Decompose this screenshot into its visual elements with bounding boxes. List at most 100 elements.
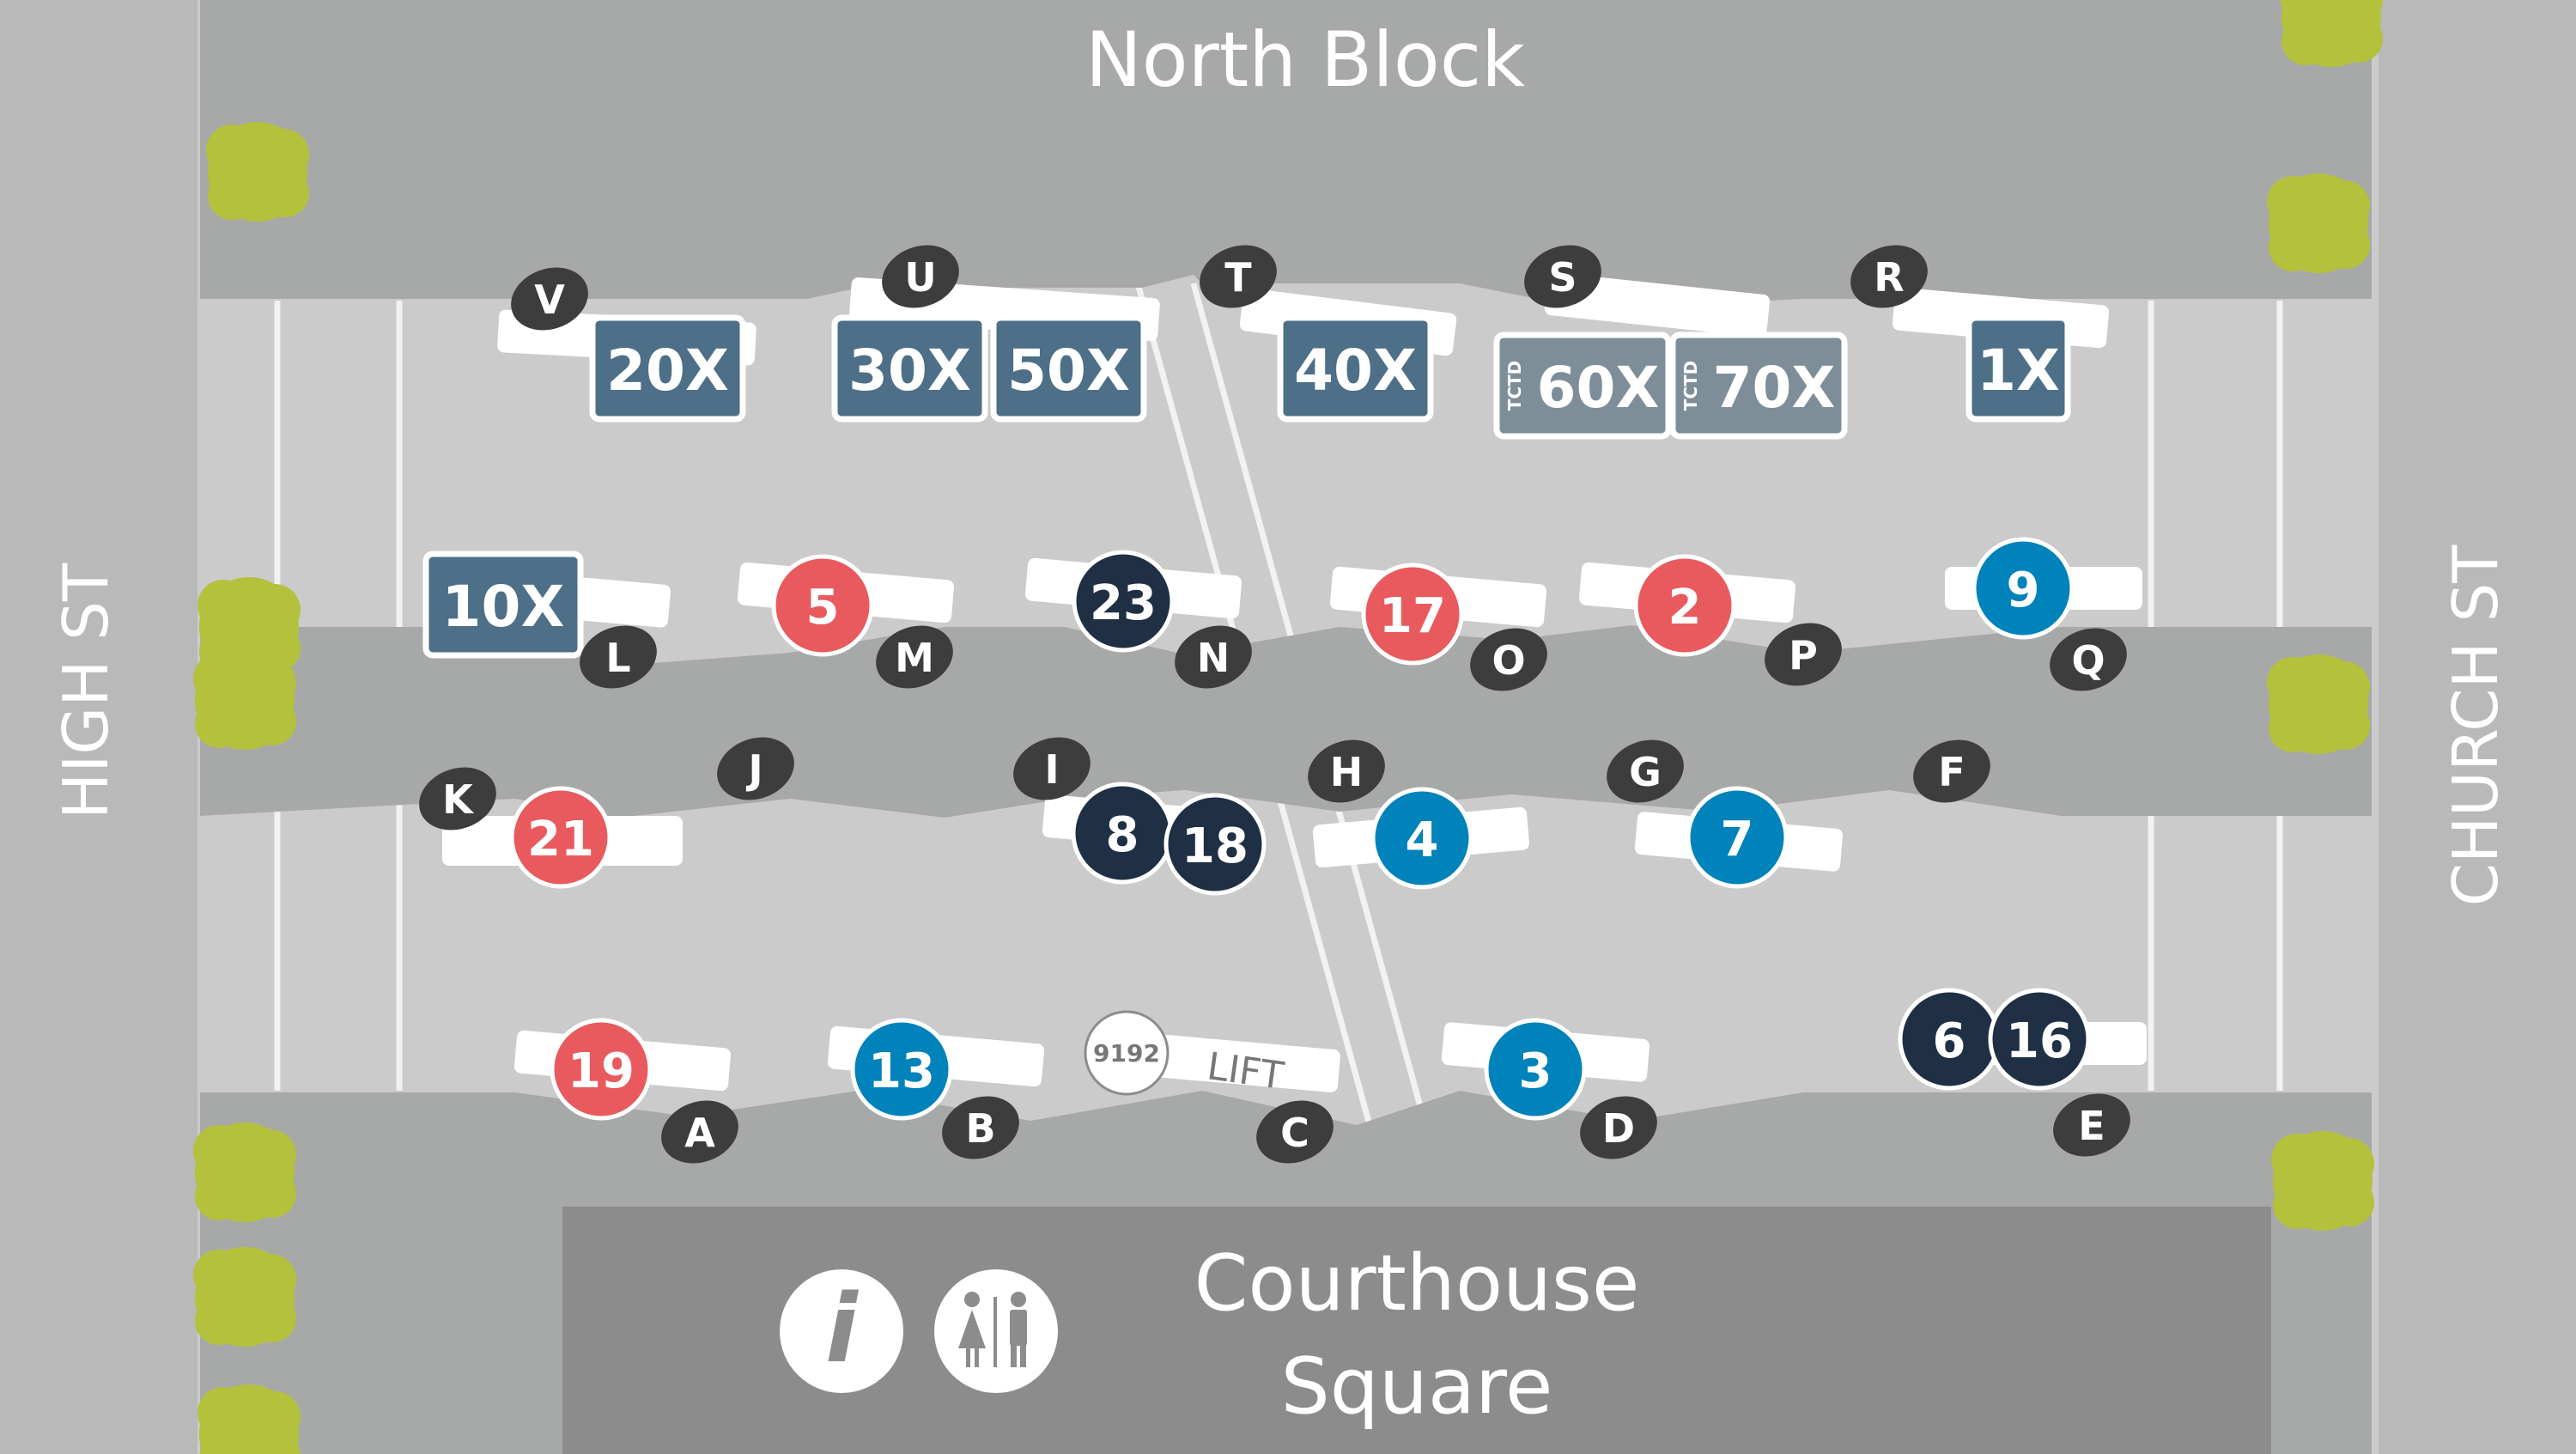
stop-letter: B: [965, 1105, 995, 1152]
stop-letter: U: [904, 254, 936, 301]
stop-r[interactable]: R: [1842, 234, 1936, 318]
route-16[interactable]: 16: [1988, 988, 2091, 1091]
route-number: 23: [1090, 575, 1157, 631]
route-21[interactable]: 21: [509, 786, 612, 889]
stop-letter: Q: [2071, 637, 2105, 684]
route-7[interactable]: 7: [1686, 786, 1789, 889]
stop-j[interactable]: J: [708, 727, 803, 810]
north-block: [200, 0, 2372, 301]
express-route-40x[interactable]: 40X: [1277, 314, 1434, 423]
express-route-1x[interactable]: 1X: [1965, 314, 2071, 423]
route-8[interactable]: 8: [1071, 782, 1174, 885]
route-number: 21: [527, 812, 594, 867]
route-19[interactable]: 19: [550, 1018, 653, 1121]
tree-icon: [193, 1122, 296, 1222]
express-route-label: 20X: [606, 338, 729, 404]
route-17[interactable]: 17: [1361, 563, 1464, 666]
lift-id-label: 9192: [1093, 1039, 1160, 1068]
stop-letter: J: [745, 746, 762, 793]
route-number: 16: [2006, 1013, 2073, 1069]
route-13[interactable]: 13: [850, 1018, 953, 1121]
tree-icon: [2267, 173, 2370, 273]
stop-c[interactable]: C: [1248, 1090, 1342, 1173]
courthouse-label-line2: Square: [1281, 1341, 1553, 1432]
lift-marker[interactable]: 9192 LIFT: [1084, 1010, 1286, 1098]
restroom-icon[interactable]: [934, 1269, 1058, 1393]
stop-letter: L: [605, 635, 630, 681]
stop-f[interactable]: F: [1905, 729, 1999, 812]
route-number: 19: [568, 1043, 635, 1099]
express-route-label: 10X: [442, 574, 565, 640]
express-route-50x[interactable]: 50X: [990, 314, 1147, 423]
express-route-label: 30X: [848, 338, 971, 404]
stop-e[interactable]: E: [2044, 1083, 2139, 1166]
route-number: 17: [1379, 588, 1446, 644]
stop-h[interactable]: H: [1299, 729, 1394, 812]
stop-letter: O: [1492, 637, 1525, 684]
stop-letter: I: [1044, 746, 1059, 793]
route-5[interactable]: 5: [771, 554, 874, 657]
route-2[interactable]: 2: [1633, 554, 1736, 657]
stop-b[interactable]: B: [933, 1086, 1028, 1169]
route-9[interactable]: 9: [1971, 537, 2075, 640]
stop-s[interactable]: S: [1516, 234, 1610, 318]
tree-icon: [2280, 0, 2383, 67]
route-6[interactable]: 6: [1898, 988, 2001, 1091]
stop-letter: R: [1874, 254, 1904, 301]
route-number: 13: [868, 1043, 935, 1099]
lift-label: LIFT: [1205, 1044, 1286, 1098]
stop-o[interactable]: O: [1461, 617, 1556, 701]
stop-v[interactable]: V: [502, 257, 597, 340]
stop-q[interactable]: Q: [2041, 617, 2136, 701]
stop-n[interactable]: N: [1166, 615, 1261, 698]
tree-icon: [197, 577, 301, 677]
stop-letter: S: [1548, 254, 1577, 301]
express-route-30x[interactable]: 30X: [831, 314, 988, 423]
route-number: 3: [1519, 1043, 1552, 1099]
route-number: 6: [1933, 1013, 1966, 1069]
express-route-10x[interactable]: 10X: [422, 551, 584, 659]
stop-letter: G: [1629, 749, 1662, 795]
stop-k[interactable]: K: [410, 757, 505, 840]
stop-l[interactable]: L: [571, 615, 665, 698]
tree-icon: [193, 650, 296, 750]
route-23[interactable]: 23: [1072, 550, 1175, 653]
stop-letter: H: [1330, 749, 1364, 795]
tree-icon: [2271, 1131, 2374, 1231]
street-label-church-st: CHURCH ST: [2439, 544, 2512, 907]
route-4[interactable]: 4: [1370, 787, 1473, 890]
stop-t[interactable]: T: [1191, 234, 1285, 318]
stop-letter: E: [2078, 1103, 2105, 1149]
express-route-label: 50X: [1007, 338, 1130, 404]
express-route-label: 40X: [1294, 338, 1417, 404]
stop-letter: T: [1224, 254, 1252, 301]
stop-letter: D: [1602, 1105, 1635, 1152]
stop-g[interactable]: G: [1598, 729, 1692, 812]
street-label-high-st: HIGH ST: [50, 563, 122, 819]
express-route-20x[interactable]: 20X: [589, 314, 746, 423]
route-number: 8: [1106, 807, 1139, 863]
route-number: 4: [1406, 812, 1439, 868]
north-block-label: North Block: [1085, 15, 1525, 104]
tree-icon: [2267, 654, 2370, 754]
stop-a[interactable]: A: [653, 1090, 747, 1173]
stop-letter: M: [895, 635, 934, 681]
stop-p[interactable]: P: [1756, 612, 1850, 696]
tctd-tag: TCTD: [1680, 361, 1701, 411]
stop-u[interactable]: U: [873, 234, 968, 318]
stop-d[interactable]: D: [1571, 1086, 1666, 1169]
stop-m[interactable]: M: [867, 615, 962, 698]
route-3[interactable]: 3: [1484, 1018, 1587, 1121]
route-number: 18: [1182, 818, 1249, 874]
bus-bay-pad: [1544, 272, 1771, 338]
info-icon-glyph: i: [825, 1274, 859, 1384]
courthouse-label-line1: Courthouse: [1194, 1238, 1640, 1329]
route-18[interactable]: 18: [1163, 793, 1267, 896]
express-route-label: 60X: [1537, 355, 1660, 421]
stop-i[interactable]: I: [1005, 727, 1099, 810]
info-icon[interactable]: i: [780, 1269, 903, 1393]
route-number: 9: [2007, 563, 2040, 618]
tree-icon: [206, 122, 309, 222]
